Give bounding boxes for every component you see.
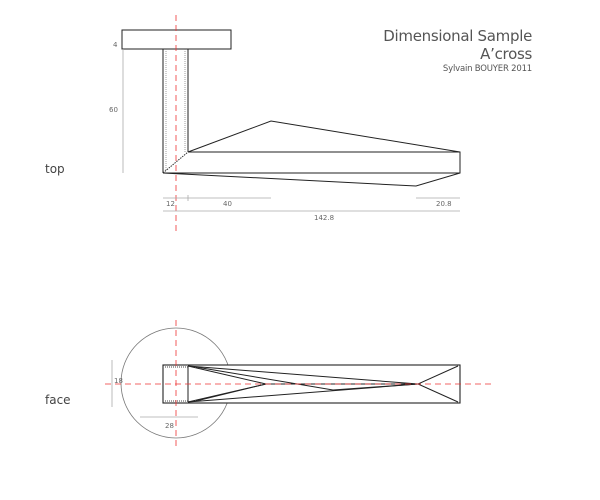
lever-lower-wing <box>162 172 461 187</box>
dim-rosette: 28 <box>165 422 174 430</box>
stem-joint <box>162 151 189 174</box>
dim-tip: 20.8 <box>436 200 452 208</box>
dim-stem: 12 <box>166 200 175 208</box>
product-name: A’cross <box>480 45 532 63</box>
lever-bar <box>163 151 461 174</box>
dim-face-height: 18 <box>114 377 123 385</box>
facet-line <box>195 366 419 391</box>
lever-upper-wing <box>187 120 461 153</box>
dim-peak: 40 <box>223 200 232 208</box>
top-view-label: top <box>45 162 65 176</box>
dim-plate: 4 <box>113 41 118 49</box>
drawing-title: Dimensional Sample <box>383 27 532 45</box>
top-view: 4 60 12 40 20.8 142.8 <box>109 15 461 232</box>
rosette-plate <box>121 29 232 50</box>
dim-height: 60 <box>109 106 118 114</box>
face-view: 18 28 <box>105 320 495 450</box>
dim-length: 142.8 <box>314 214 334 222</box>
facet-line <box>187 365 419 385</box>
face-view-label: face <box>45 393 71 407</box>
author-credit: Sylvain BOUYER 2011 <box>442 64 532 74</box>
